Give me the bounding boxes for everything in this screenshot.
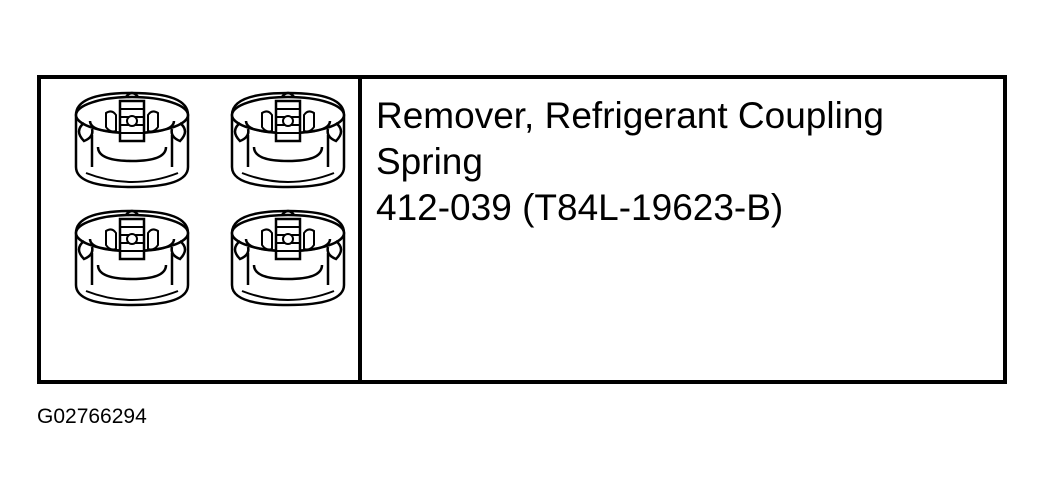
tool-table: Remover, Refrigerant Coupling Spring 412…: [37, 75, 1007, 384]
tool-illustration-cell: [41, 79, 362, 380]
tool-name-line2: Spring: [376, 141, 483, 182]
figure-id: G02766294: [37, 405, 147, 428]
tool-part-number: 412-039 (T84L-19623-B): [376, 187, 784, 228]
tool-name: Remover, Refrigerant Coupling: [376, 95, 884, 136]
remover-view-bottom-left: [74, 209, 190, 307]
tool-illustration: [74, 91, 346, 307]
remover-view-top-left: [74, 91, 190, 189]
remover-view-bottom-right: [230, 209, 346, 307]
remover-view-top-right: [230, 91, 346, 189]
tool-description-cell: Remover, Refrigerant Coupling Spring 412…: [362, 79, 1003, 380]
